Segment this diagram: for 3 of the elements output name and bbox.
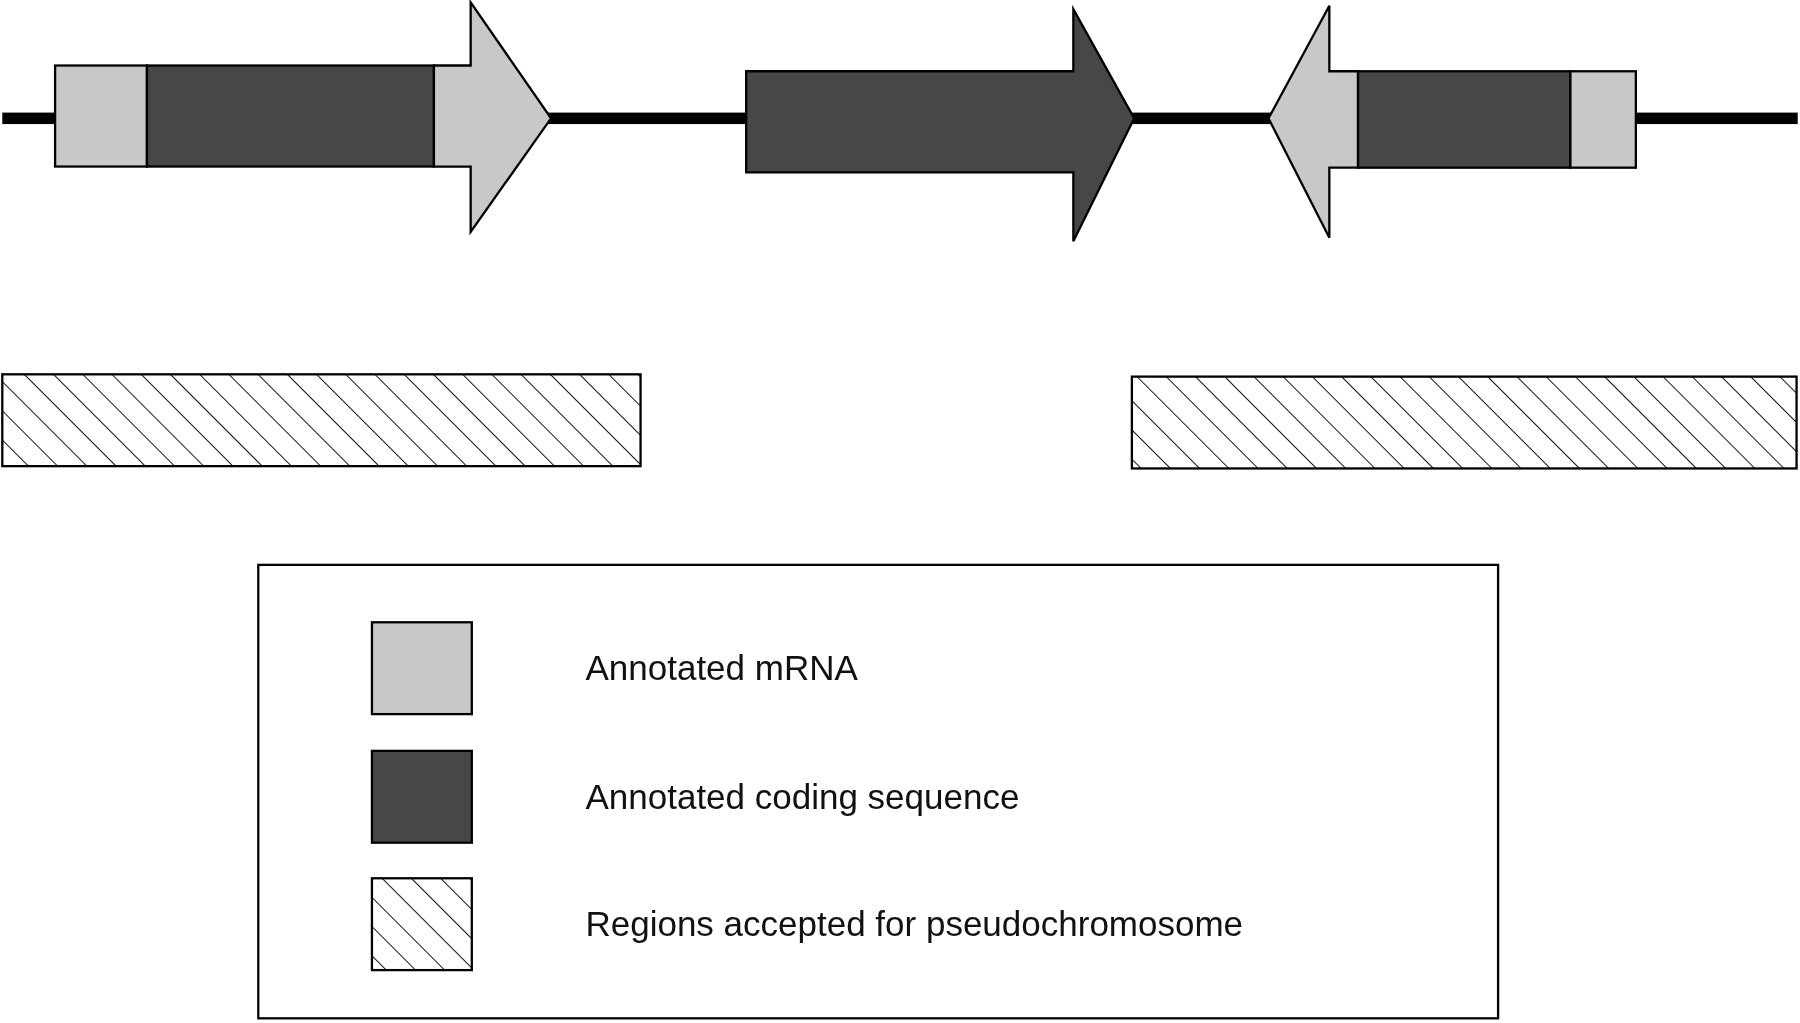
legend-label: Regions accepted for pseudochromosome	[585, 906, 1244, 942]
legend-label: Annotated mRNA	[585, 650, 858, 686]
legend-label: Annotated coding sequence	[585, 778, 1020, 814]
